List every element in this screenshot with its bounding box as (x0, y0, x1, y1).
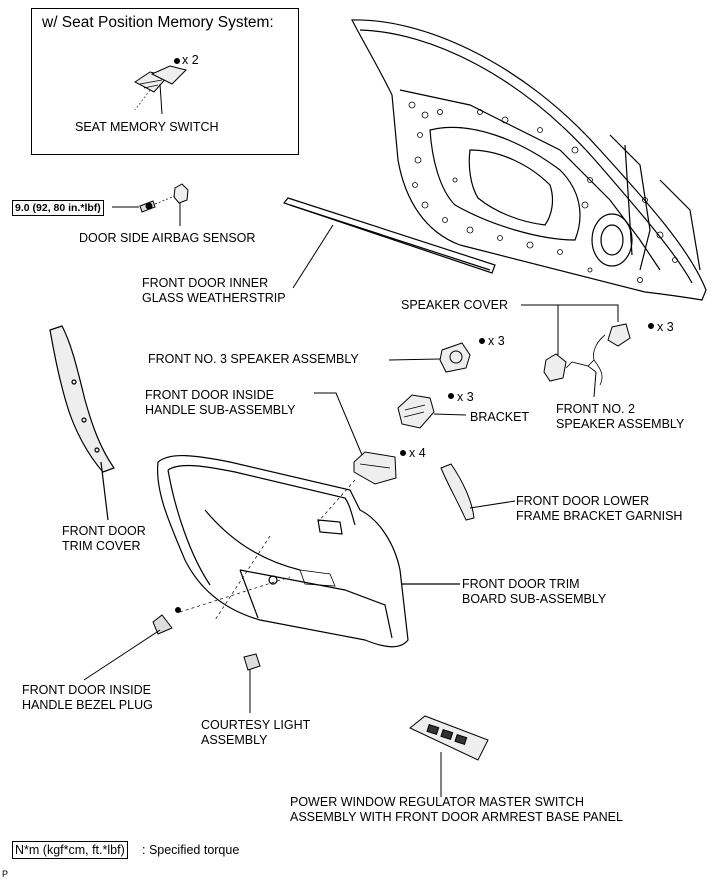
speaker-cover-label: SPEAKER COVER (401, 298, 508, 312)
bezel-plug-part (83, 607, 181, 681)
bracket-label: BRACKET (470, 410, 530, 424)
speaker-no2-qty: x 3 (657, 320, 674, 334)
lower-frame-garnish-label: FRONT DOOR LOWER FRAME BRACKET GARNISH (516, 494, 683, 523)
torque-spec-box: 9.0 (92, 80 in.*lbf) (12, 200, 104, 216)
inside-handle-label: FRONT DOOR INSIDE HANDLE SUB-ASSEMBLY (145, 388, 296, 417)
inside-handle-part (314, 392, 406, 485)
front-no3-speaker-part (388, 338, 485, 373)
door-side-airbag-sensor-part (112, 183, 189, 226)
front-no2-speaker-label: FRONT NO. 2 SPEAKER ASSEMBLY (556, 402, 685, 431)
legend-text: : Specified torque (142, 843, 240, 857)
seat-memory-switch-part (134, 58, 187, 115)
bezel-plug-label: FRONT DOOR INSIDE HANDLE BEZEL PLUG (22, 683, 153, 712)
handle-qty: x 4 (409, 446, 426, 460)
trim-cover-label: FRONT DOOR TRIM COVER (62, 524, 146, 553)
legend-torque-box: N*m (kgf*cm, ft.*lbf) (12, 841, 128, 859)
master-switch-label: POWER WINDOW REGULATOR MASTER SWITCH ASS… (290, 795, 623, 824)
bracket-qty: x 3 (457, 390, 474, 404)
inset-title: w/ Seat Position Memory System: (42, 14, 274, 31)
front-no2-speaker-part (521, 304, 654, 398)
courtesy-light-part (243, 653, 261, 713)
seat-memory-switch-label: SEAT MEMORY SWITCH (75, 120, 219, 134)
inset-qty: x 2 (182, 53, 199, 67)
inner-weatherstrip-label: FRONT DOOR INNER GLASS WEATHERSTRIP (142, 276, 286, 305)
speaker-no3-qty: x 3 (488, 334, 505, 348)
door-panel-illustration (351, 19, 707, 301)
door-side-airbag-sensor-label: DOOR SIDE AIRBAG SENSOR (79, 231, 256, 245)
trim-board-part (156, 454, 460, 648)
courtesy-light-label: COURTESY LIGHT ASSEMBLY (201, 718, 311, 747)
inner-glass-weatherstrip-part (282, 197, 496, 274)
seat-memory-inset (31, 8, 299, 155)
leader-lines (292, 224, 334, 289)
trim-cover-part (49, 325, 115, 521)
lower-frame-garnish-part (440, 463, 516, 521)
bracket-part (397, 393, 467, 429)
front-no3-speaker-label: FRONT NO. 3 SPEAKER ASSEMBLY (148, 352, 359, 366)
master-switch-part (409, 715, 489, 797)
figure-code: P (2, 869, 9, 879)
trim-board-label: FRONT DOOR TRIM BOARD SUB-ASSEMBLY (462, 577, 607, 606)
